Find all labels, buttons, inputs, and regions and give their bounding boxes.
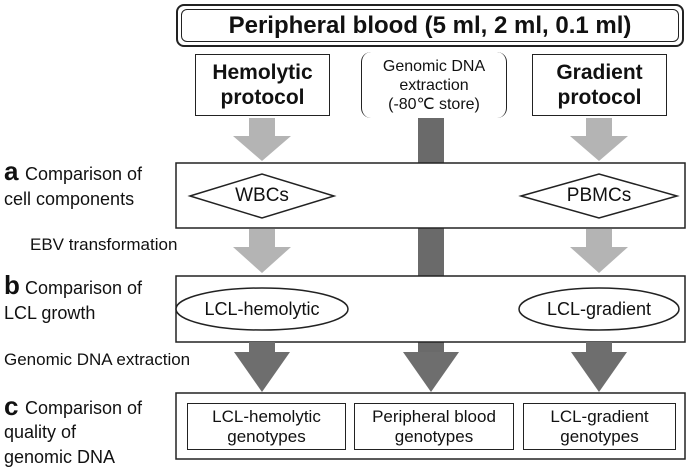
gradient-arrow-2 — [570, 229, 628, 273]
section-c-line-1: Comparison of — [25, 398, 143, 418]
hemolytic-dark-arrow — [234, 342, 290, 392]
section-a-line-2: cell components — [4, 189, 135, 209]
lcl-hemolytic-genotypes-line-1: LCL-hemolytic — [212, 406, 321, 426]
lcl-gradient-genotypes-line-1: LCL-gradient — [550, 406, 649, 426]
lcl-gradient-ellipse — [518, 287, 680, 331]
pbmcs-diamond — [518, 173, 680, 219]
section-b-line-2: LCL growth — [4, 303, 96, 323]
pbmcs-label: PBMCs — [566, 185, 632, 206]
lcl-gradient-genotypes-line-2: genotypes — [560, 426, 639, 446]
section-a-line-1: Comparison of — [25, 164, 143, 184]
wbcs-diamond — [187, 173, 337, 219]
diagram-title: Peripheral blood (5 ml, 2 ml, 0.1 ml) — [228, 11, 632, 39]
lcl-gradient-genotypes-box: LCL-gradient genotypes — [523, 403, 676, 450]
lcl-hemolytic-label: LCL-hemolytic — [204, 299, 320, 319]
hemolytic-arrow-1 — [233, 118, 291, 161]
section-b-letter: b — [4, 270, 20, 300]
section-c-letter: c — [4, 391, 19, 421]
middle-down-arrow — [403, 352, 459, 392]
gradient-dark-arrow — [571, 342, 627, 392]
lcl-hemolytic-genotypes-box: LCL-hemolytic genotypes — [187, 403, 346, 450]
gradient-arrow-1 — [570, 118, 628, 161]
section-b-line-1: Comparison of — [25, 278, 143, 298]
lcl-gradient-label: LCL-gradient — [546, 299, 652, 319]
section-c-line-2: quality of — [4, 422, 77, 442]
peripheral-blood-genotypes-line-2: genotypes — [394, 426, 474, 446]
hemolytic-line-1: Hemolytic — [212, 61, 313, 84]
lcl-hemolytic-ellipse — [175, 287, 349, 331]
genomic-line-3: (-80℃ store) — [388, 95, 480, 113]
peripheral-blood-genotypes-line-1: Peripheral blood — [372, 406, 496, 426]
peripheral-blood-genotypes-box: Peripheral blood genotypes — [354, 403, 514, 450]
genomic-line-1: Genomic DNA — [382, 57, 486, 75]
genomic-dna-box: Genomic DNA extraction (-80℃ store) — [361, 52, 507, 118]
gradient-line-1: Gradient — [556, 61, 643, 84]
genomic-line-2: extraction — [399, 76, 469, 94]
section-a-letter: a — [4, 156, 19, 186]
section-c-line-3: genomic DNA — [4, 447, 116, 467]
hemolytic-protocol-box: Hemolytic protocol — [195, 54, 330, 116]
title-box: Peripheral blood (5 ml, 2 ml, 0.1 ml) — [176, 4, 684, 47]
gradient-line-2: protocol — [557, 86, 642, 109]
gradient-protocol-box: Gradient protocol — [532, 54, 667, 116]
ebv-step-label: EBV transformation — [30, 235, 178, 254]
wbcs-label: WBCs — [235, 185, 289, 206]
dna-extraction-step-label: Genomic DNA extraction — [4, 350, 191, 369]
lcl-hemolytic-genotypes-line-2: genotypes — [227, 426, 306, 446]
hemolytic-line-2: protocol — [220, 86, 305, 109]
hemolytic-arrow-2 — [233, 229, 291, 273]
